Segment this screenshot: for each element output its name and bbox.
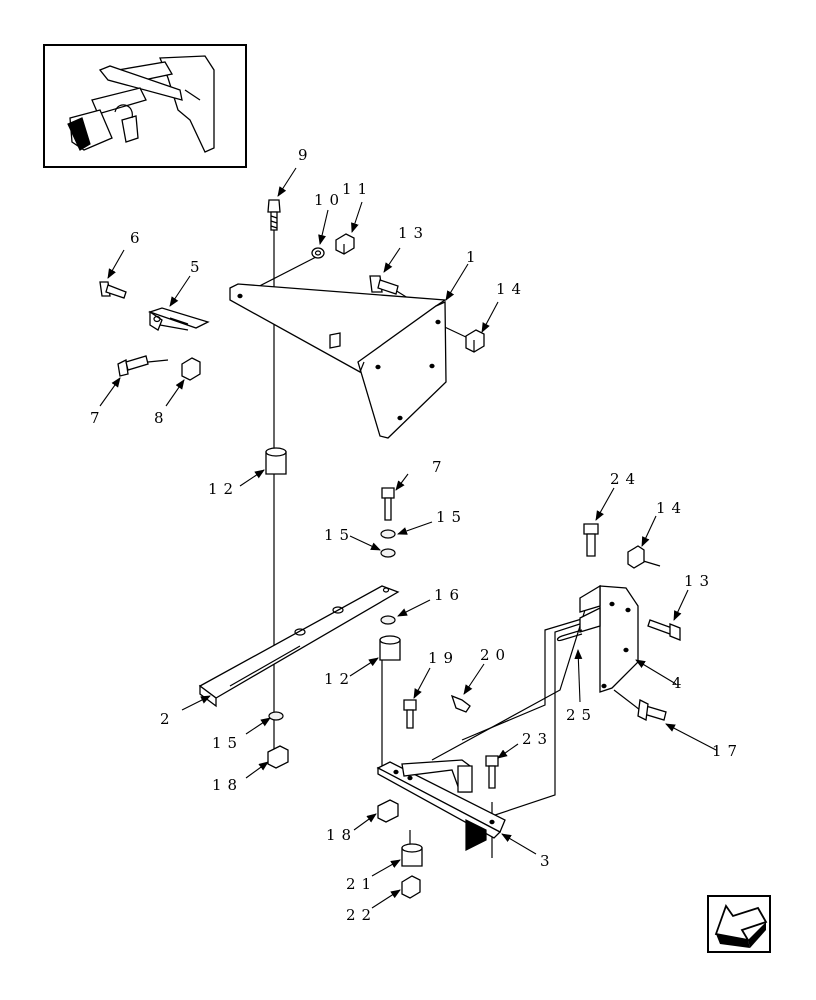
part-13-bolt-upper [369,275,399,295]
part-7-bolt-center [381,487,395,521]
part-25-cotter-pin [556,629,583,642]
part-12-spacer-upper [265,447,287,475]
part-13-bolt-right [647,619,681,641]
part-18-nut-lower [377,799,399,823]
part-14-nut-right [627,545,645,569]
callout-23: 23 [522,730,553,748]
callout-18: 18 [212,776,243,794]
callout-15: 15 [324,526,355,544]
callout-16: 16 [434,586,465,604]
part-4-plate [579,584,639,693]
part-1-main-bracket [229,283,447,439]
callout-21: 21 [346,875,377,893]
callout-17: 17 [712,742,743,760]
callout-19: 19 [428,649,459,667]
callout-3: 3 [540,852,556,870]
callout-14: 14 [496,280,527,298]
part-11-nut [335,233,355,255]
part-22-nut [401,875,421,899]
part-24-pin [583,523,599,557]
part-21-spacer [401,843,423,867]
part-7-bolt-left [117,355,149,377]
callout-5: 5 [190,258,206,276]
callout-1: 1 [466,248,482,266]
part-15-washers-center [380,529,396,558]
part-9-bolt [267,199,281,231]
callout-15: 15 [436,508,467,526]
callout-12: 12 [208,480,239,498]
callout-10: 10 [314,191,345,209]
callout-8: 8 [154,409,170,427]
callout-4: 4 [672,674,688,692]
part-17-bolt [637,699,667,721]
callout-25: 25 [566,706,597,724]
inset-machine-sketch [67,55,215,153]
previous-page-arrow-icon[interactable] [707,895,771,953]
callout-13: 13 [684,572,715,590]
part-18-nut-left [267,745,289,769]
part-23-bolt [485,755,499,789]
callout-7: 7 [90,409,106,427]
part-19-bolt [403,699,417,729]
part-12-spacer-lower [379,635,401,661]
part-16-washer [380,615,396,625]
inset-thumbnail [43,44,247,168]
callout-18: 18 [326,826,357,844]
callout-arrows [99,167,717,909]
callout-6: 6 [130,229,146,247]
callout-15: 15 [212,734,243,752]
part-20-fitting [450,694,471,713]
part-15-washer-lower [268,711,284,721]
callout-9: 9 [298,146,314,164]
callout-2: 2 [160,710,176,728]
callout-7: 7 [432,458,448,476]
callout-11: 11 [342,180,373,198]
callout-24: 24 [610,470,641,488]
part-5-bracket [147,307,210,331]
callout-13: 13 [398,224,429,242]
callout-22: 22 [346,906,377,924]
part-14-nut-upper [465,329,485,353]
part-6-bolt [99,281,127,299]
part-2-slotted-bar [198,585,400,708]
callout-labels: 9 10 11 6 5 13 1 14 7 8 12 7 15 15 24 14… [90,146,743,924]
callout-14: 14 [656,499,687,517]
part-10-washer [311,247,325,259]
callout-12: 12 [324,670,355,688]
part-3-lower-bracket [376,759,506,851]
part-8-nut [181,357,201,381]
callout-20: 20 [480,646,511,664]
